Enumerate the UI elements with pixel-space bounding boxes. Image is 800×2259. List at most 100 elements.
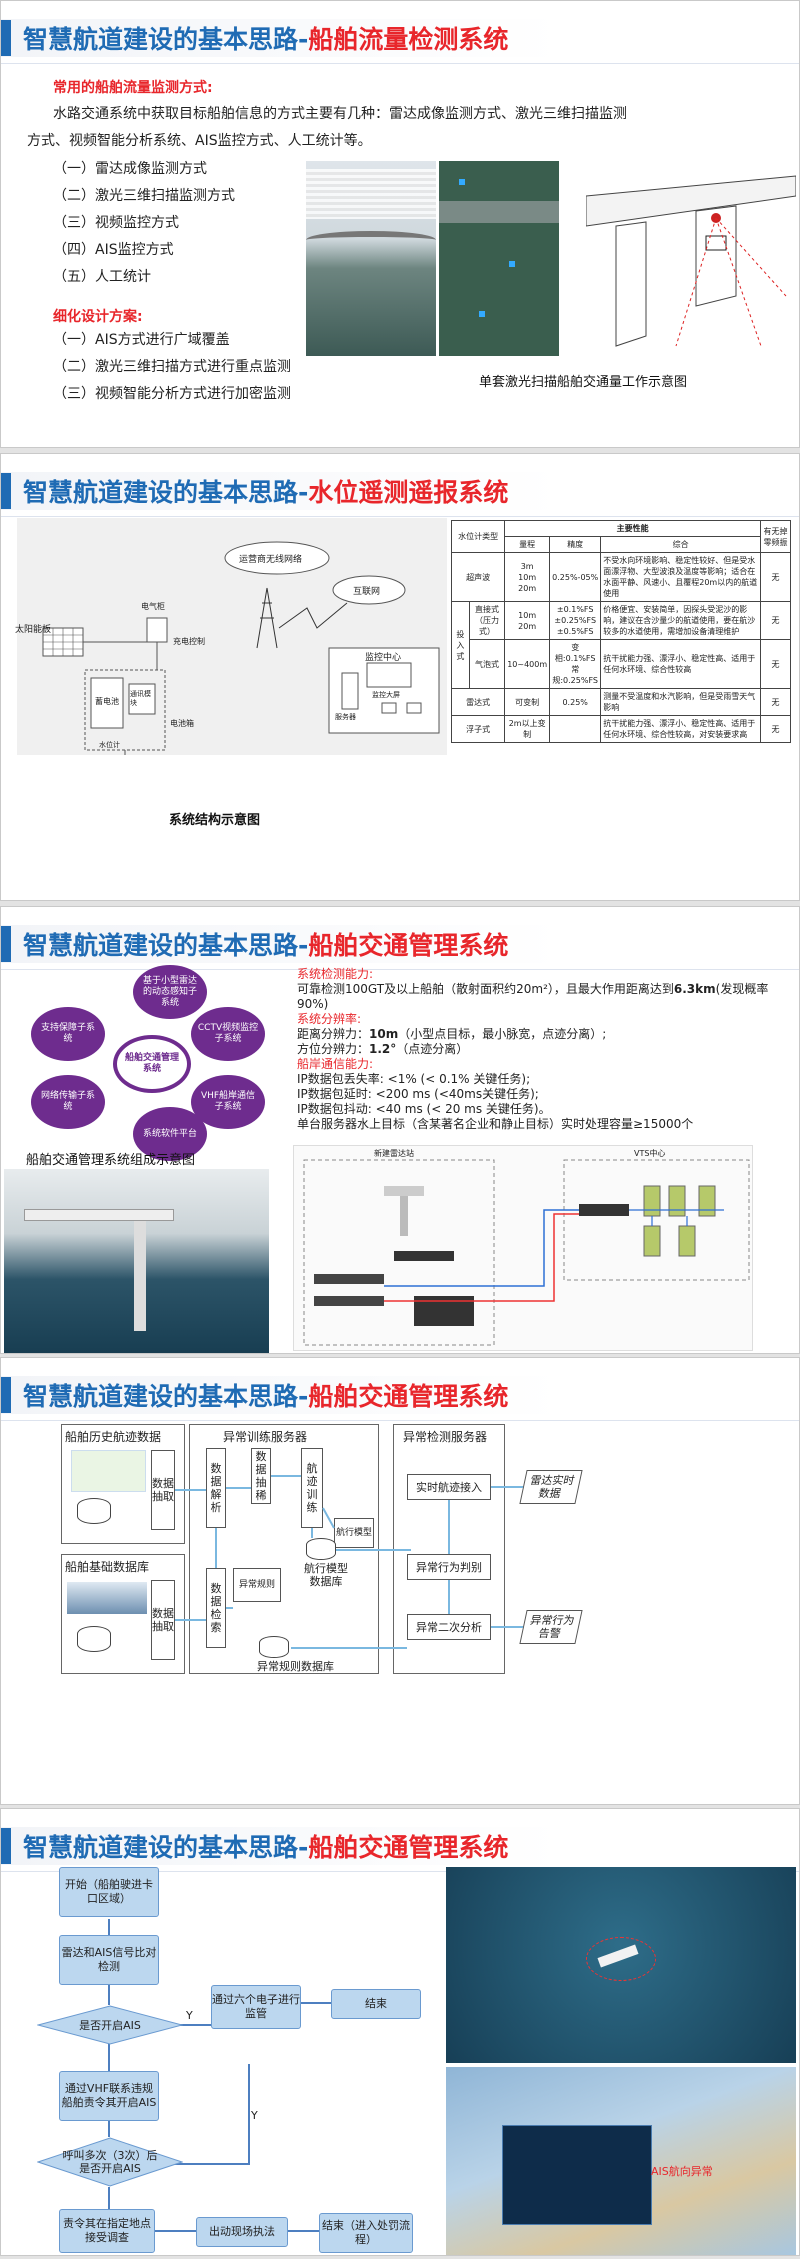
list-item: （二）激光三维扫描方式进行重点监测 [53,354,291,381]
flow-compare: 雷达和AIS信号比对检测 [59,1935,159,1985]
flow-arrows [1,1358,800,1805]
diagram-label: 电气柜 [141,602,171,611]
radar-sea-image [446,1867,796,2063]
figure-caption: 系统结构示意图 [169,809,260,828]
section-label: 系统分辨率: [297,1012,797,1027]
slide-vts-capability: 智慧航道建设的基本思路-船舶交通管理系统 基于小型雷达的动态感知子系统 CCTV… [0,906,800,1354]
method-list: （一）雷达成像监测方式 （二）激光三维扫描监测方式 （三）视频监控方式 （四）A… [53,156,235,291]
flow-vhf-contact: 通过VHF联系违规船舶责令其开启AIS [59,2071,159,2121]
capability-line: 方位分辨力： [297,1042,369,1056]
table-header: 水位计类型 [452,521,505,553]
slide-header: 智慧航道建设的基本思路-船舶交通管理系统 [1,925,561,963]
slide-header: 智慧航道建设的基本思路-船舶流量检测系统 [1,19,561,57]
ais-alert-label: AIS航向异常 [651,2163,713,2179]
video-monitoring-photo [306,161,436,356]
radar-image [439,161,559,356]
radar-mast-photo [4,1169,269,1353]
section-label: 船岸通信能力: [297,1057,797,1072]
paragraph-line: 水路交通系统中获取目标船舶信息的方式主要有几种：雷达成像监测方式、激光三维扫描监… [53,101,627,128]
capability-line: （点迹分离） [396,1042,468,1056]
component-center: 船舶交通管理系统 [113,1035,191,1093]
figure-caption: 船舶交通管理系统组成示意图 [26,1149,195,1168]
slide-anomaly-detection: 智慧航道建设的基本思路-船舶交通管理系统 船舶历史航迹数据 数据抽取 船舶基础数… [0,1357,800,1805]
diagram-label: 充电控制 [173,636,205,647]
slide-water-level: 智慧航道建设的基本思路-水位遥测遥报系统 太阳能板 电气柜 充电控制 蓄电池 通… [0,453,800,901]
flow-start: 开始（船舶驶进卡口区域） [59,1867,159,1917]
table-header: 有无掉零频振 [761,521,791,553]
list-item: （四）AIS监控方式 [53,237,235,264]
slide-flowchart: 智慧航道建设的基本思路-船舶交通管理系统 开始（船舶驶进卡口区域） 雷达和AIS… [0,1808,800,2256]
table-row: 投入式直接式（压力式）10m 20m±0.1%FS ±0.25%FS ±0.5%… [452,602,791,640]
range-value: 6.3km [674,982,716,996]
network-topology-diagram: 新建雷达站 VTS中心 [293,1145,753,1351]
slide-header: 智慧航道建设的基本思路-水位遥测遥报系统 [1,472,561,510]
flow-decision-retry: 呼叫多次（3次）后是否开启AIS [61,2137,159,2187]
yes-label: Y [186,2009,193,2022]
section-label: 系统检测能力: [297,967,797,982]
diagram-label: 太阳能板 [15,622,51,635]
capability-line: IP数据包延时: <200 ms (<40ms关键任务); [297,1087,797,1102]
heading-detail-plan: 细化设计方案: [53,306,143,326]
capability-line: （小型点目标，最小脉宽，点迹分离）; [398,1027,606,1041]
diagram-label: 互联网 [353,584,380,597]
table-header: 综合 [601,537,761,553]
flow-six-monitor: 通过六个电子进行监管 [211,1985,301,2029]
slide-subtitle: 船舶流量检测系统 [308,20,508,56]
diagram-label: 水位计 [99,740,120,750]
table-header: 量程 [505,537,550,553]
flow-end-penalty: 结束（进入处罚流程） [319,2213,413,2253]
laser-scan-diagram [586,156,796,356]
vts-component-diagram: 基于小型雷达的动态感知子系统 CCTV视频监控子系统 VHF船岸通信子系统 系统… [21,967,261,1157]
paragraph-line: 方式、视频智能分析系统、AIS监控方式、人工统计等。 [27,128,372,155]
slide-flow-detection: 智慧航道建设的基本思路-船舶流量检测系统 常用的船舶流量监测方式: 水路交通系统… [0,0,800,448]
table-header: 主要性能 [505,521,761,537]
diagram-label: 电池箱 [170,718,194,729]
diagram-label: 监控中心 [365,650,401,663]
capability-line: 可靠检测100GT及以上船舶（散射面积约20m²），且最大作用距离达到 [297,982,674,996]
list-item: （一）雷达成像监测方式 [53,156,235,183]
slide-title: 智慧航道建设的基本思路- [23,926,308,962]
ais-map-image [446,2067,796,2255]
slide-title: 智慧航道建设的基本思路- [23,20,308,56]
diagram-label: 通讯模块 [130,690,154,708]
diagram-label: 新建雷达站 [374,1148,414,1159]
flow-end: 结束 [331,1989,421,2019]
list-item: （二）激光三维扫描监测方式 [53,183,235,210]
figure-caption: 单套激光扫描船舶交通量工作示意图 [479,371,687,390]
capability-line: 距离分辨力： [297,1027,369,1041]
table-row: 超声波3m 10m 20m0.25%-05%不受水向环境影响、稳定性较好、但是受… [452,553,791,602]
capability-line: IP数据包抖动: <40 ms (< 20 ms 关键任务)。 [297,1102,797,1117]
slide-subtitle: 船舶交通管理系统 [308,926,508,962]
component-bubble: 基于小型雷达的动态感知子系统 [133,965,207,1019]
list-item: （三）视频智能分析方式进行加密监测 [53,381,291,408]
diagram-label: 蓄电池 [95,696,119,707]
flow-investigate: 责令其在指定地点接受调查 [59,2209,155,2253]
list-item: （五）人工统计 [53,264,235,291]
yes-label: Y [251,2109,258,2122]
slide-title: 智慧航道建设的基本思路- [23,473,308,509]
system-structure-diagram: 太阳能板 电气柜 充电控制 蓄电池 通讯模块 电池箱 水位计 运营商无线网络 互… [17,518,447,755]
diagram-label: VTS中心 [634,1148,665,1159]
diagram-label: 服务器 [335,712,356,722]
list-item: （三）视频监控方式 [53,210,235,237]
range-resolution: 10m [369,1027,398,1041]
flow-enforce: 出动现场执法 [196,2217,288,2247]
capability-text: 系统检测能力: 可靠检测100GT及以上船舶（散射面积约20m²），且最大作用距… [297,967,797,1132]
capability-line: IP数据包丢失率: <1% (< 0.1% 关键任务); [297,1072,797,1087]
detail-list: （一）AIS方式进行广域覆盖 （二）激光三维扫描方式进行重点监测 （三）视频智能… [53,327,291,408]
diagram-label: 监控大屏 [372,690,400,700]
component-bubble: 支持保障子系统 [31,1007,105,1061]
diagram-label: 运营商无线网络 [239,552,302,565]
slide-subtitle: 水位遥测遥报系统 [308,473,508,509]
component-bubble: CCTV视频监控子系统 [191,1007,265,1061]
table-header: 精度 [550,537,601,553]
flow-decision-ais: 是否开启AIS [37,2005,183,2045]
heading-common-methods: 常用的船舶流量监测方式: [53,77,213,97]
azimuth-resolution: 1.2° [369,1042,396,1056]
capability-line: 单台服务器水上目标（含某著名企业和静止目标）实时处理容量≥15000个 [297,1117,797,1132]
component-bubble: 网络传输子系统 [31,1075,105,1129]
